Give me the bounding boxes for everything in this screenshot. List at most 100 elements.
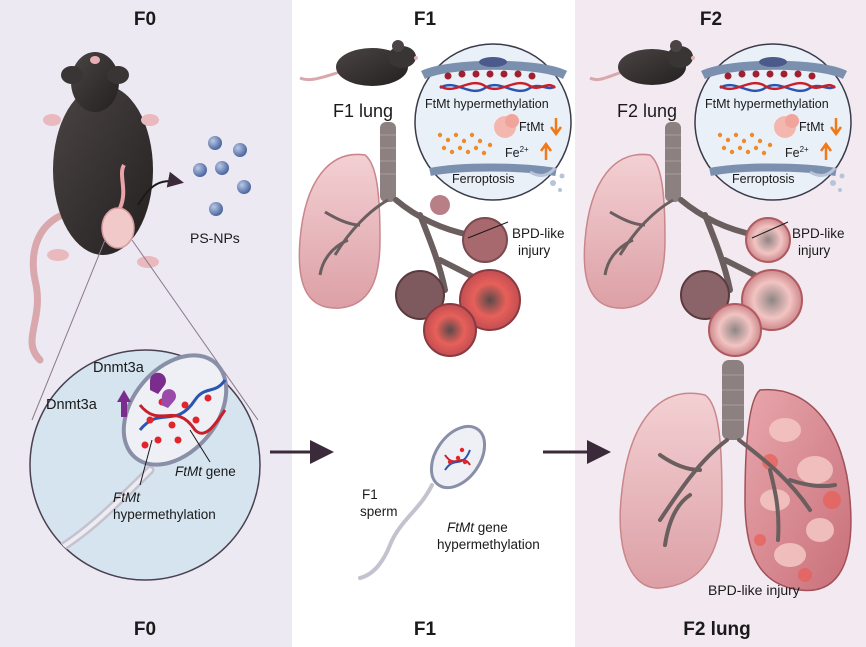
f2-inset-fe: Fe2+: [785, 145, 809, 160]
cell-nucleus: [759, 57, 787, 67]
ps-nps-label: PS-NPs: [190, 230, 240, 246]
zoom-line: [131, 239, 259, 421]
ftmt-protein: [505, 114, 519, 128]
ftmt-hyper-line1: FtMt: [113, 490, 140, 505]
dnmt3a-top-label: Dnmt3a: [93, 360, 144, 376]
f1-bpd-line2: injury: [518, 243, 551, 258]
inset-circle: [694, 43, 852, 201]
fe-sup: 2+: [519, 145, 529, 154]
ftmt-protein: [785, 114, 799, 128]
methyl-dots: [141, 394, 212, 449]
injury-patches: [760, 418, 834, 567]
f2-lung-label: F2 lung: [617, 101, 678, 121]
f0-mouse: [28, 52, 159, 364]
f1-inset-ftmt: FtMt: [519, 120, 544, 134]
alveolus: [680, 270, 730, 320]
trachea: [665, 122, 681, 202]
dnmt3a-enzyme: [150, 372, 166, 394]
dna-strand: [138, 379, 227, 431]
f1-sperm-line2: sperm: [360, 504, 398, 519]
mouse-paw: [141, 114, 159, 126]
alveolus: [430, 195, 450, 215]
f0-title-bottom: F0: [133, 619, 157, 640]
f0-title-top: F0: [133, 9, 157, 30]
f1-mouse: [299, 40, 418, 86]
ps-np-bead: [237, 180, 251, 194]
ps-np-bead: [215, 161, 229, 175]
cell-membrane: [429, 163, 557, 176]
label-line: [189, 429, 211, 463]
f1-sperm-gene-label: FtMt gene hypermethylation: [437, 519, 540, 553]
ftmt-hyper-italic: FtMt: [113, 490, 140, 505]
f1-sperm: [358, 424, 487, 580]
ftmt-gene-label: FtMt gene: [175, 464, 236, 479]
dnmt3a-side-label: Dnmt3a: [46, 397, 97, 413]
f1-inset-ferroptosis: Ferroptosis: [452, 172, 515, 186]
f1-inset: [414, 43, 572, 201]
trachea: [380, 122, 396, 202]
f2-title-top: F2: [699, 9, 723, 30]
f1-sperm-gene-italic: FtMt: [447, 520, 474, 535]
dna-strand: [439, 81, 556, 91]
f1-sperm-gene-rest: gene: [477, 520, 508, 535]
f2-lung-top: [583, 122, 803, 357]
f2-bpd-line2: injury: [798, 243, 831, 258]
mouse-testis: [101, 207, 135, 249]
sperm-head: [121, 353, 229, 467]
mouse-paw: [43, 114, 61, 126]
bronchi: [318, 198, 389, 276]
mouse-ear-left: [61, 66, 83, 84]
f1-bpd-line1: BPD-like: [512, 226, 565, 241]
f2-inset-ferroptosis: Ferroptosis: [732, 172, 795, 186]
injured-alveolus: [708, 303, 762, 357]
dna-strand: [444, 449, 471, 471]
alveolus: [395, 270, 445, 320]
mouse-duct: [118, 163, 126, 209]
cell-membrane: [709, 163, 837, 176]
injured-alveolus: [423, 303, 477, 357]
f0-sperm-circle: [29, 349, 261, 581]
bronchi: [658, 438, 837, 547]
lung-left: [583, 153, 666, 309]
mouse-tail: [299, 70, 341, 82]
iron-dots: [437, 132, 493, 156]
sperm-tail: [358, 483, 434, 580]
mouse-ear-right: [107, 66, 129, 84]
trachea: [722, 360, 744, 440]
f1-sperm-label: F1 sperm: [360, 486, 398, 520]
f2-bpd-line1: BPD-like: [792, 226, 845, 241]
mouse-head: [667, 46, 693, 68]
mouse-ear: [670, 40, 682, 52]
f1-title-bottom: F1: [413, 619, 437, 640]
f2-bottom-injury-label: BPD-like injury: [708, 582, 800, 598]
ferroptosis-cell: [809, 166, 837, 177]
mouse-ear: [392, 40, 404, 52]
label-line: [139, 439, 153, 486]
alveolus: [462, 217, 508, 263]
dna-strand: [138, 404, 227, 435]
ps-nps-arrow: [137, 171, 184, 206]
lung-left: [619, 392, 723, 589]
dna-strand: [719, 81, 836, 91]
f1-lung: [298, 122, 521, 357]
fe-text: Fe: [785, 146, 800, 161]
lung-left: [298, 153, 381, 309]
zoom-line: [31, 239, 106, 421]
f2-inset: [694, 43, 852, 201]
ps-np-bead: [208, 136, 222, 150]
fe-text: Fe: [505, 146, 520, 161]
injured-alveolus: [745, 217, 791, 263]
f2-inset-ftmt: FtMt: [799, 120, 824, 134]
f1-title-top: F1: [413, 9, 437, 30]
f2-mouse: [589, 40, 695, 85]
ps-nps-beads: [193, 136, 251, 216]
f1-sperm-gene-line2: hypermethylation: [437, 537, 540, 552]
mouse-paw: [47, 249, 69, 261]
mouse-tail: [589, 70, 623, 82]
f1-inset-hypermethylation: FtMt hypermethylation: [425, 97, 549, 111]
down-arrow-icon: [829, 118, 843, 137]
mouse-head: [71, 52, 119, 112]
ftmt-gene-italic: FtMt: [175, 464, 202, 479]
